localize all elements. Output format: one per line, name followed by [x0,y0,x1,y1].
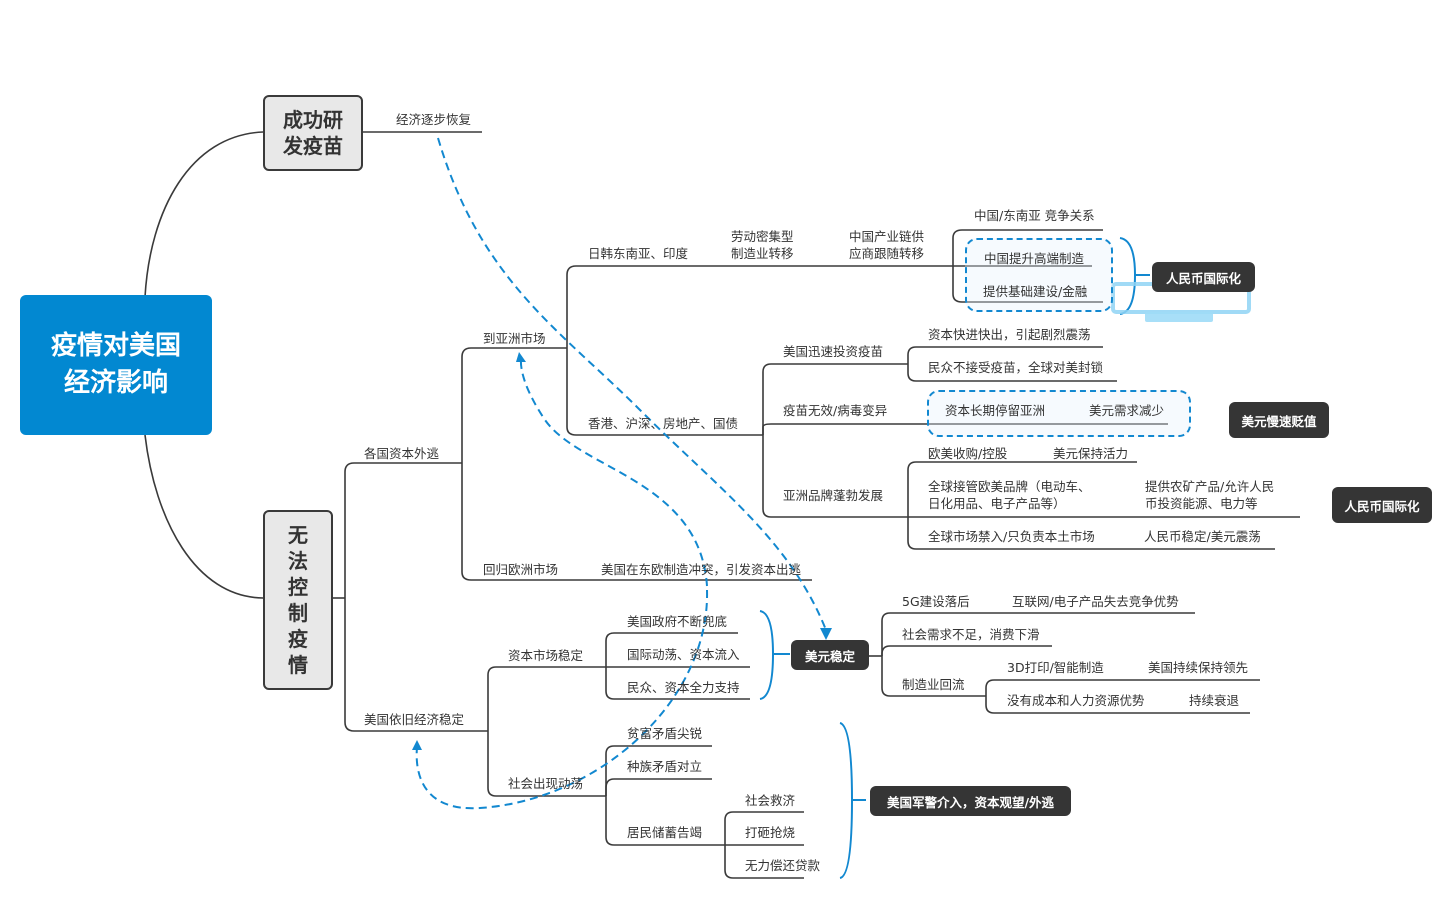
node-rmb-energy[interactable]: 提供农矿产品/允许人民币投资能源、电力等 [1145,479,1275,511]
summary-usd-depreciation[interactable]: 美元慢速贬值 [1229,402,1329,438]
node-hk-markets[interactable]: 香港、沪深、房地产、国债 [588,416,739,431]
branch-vaccine-label: 成功研发疫苗 [283,108,343,158]
node-jk-sea-india[interactable]: 日韩东南亚、印度 [588,246,689,261]
node-capital-market[interactable]: 资本市场稳定 [508,648,584,663]
node-usd-demand-down[interactable]: 美元需求减少 [1089,403,1165,418]
node-3d-printing[interactable]: 3D打印/智能制造 [1007,660,1104,675]
node-usd-vitality[interactable]: 美元保持活力 [1053,446,1129,461]
node-gov-backstop[interactable]: 美国政府不断兜底 [627,614,728,629]
node-market-ban[interactable]: 全球市场禁入/只负责本土市场 [928,529,1095,544]
node-rmb-stable[interactable]: 人民币稳定/美元震荡 [1144,529,1261,544]
node-capital-stay-asia[interactable]: 资本长期停留亚洲 [945,403,1046,418]
node-high-end-manufacturing[interactable]: 中国提升高端制造 [984,251,1085,266]
node-asian-brands[interactable]: 亚洲品牌蓬勃发展 [783,488,884,503]
node-people-reject-vaccine[interactable]: 民众不接受疫苗，全球对美封锁 [928,360,1104,375]
node-us-lead[interactable]: 美国持续保持领先 [1148,660,1249,675]
brace-rmb-1 [1119,237,1137,315]
node-internet-lose[interactable]: 互联网/电子产品失去竞争优势 [1012,594,1179,609]
node-infrastructure-finance[interactable]: 提供基础建设/金融 [983,284,1088,299]
node-manufacturing-return[interactable]: 制造业回流 [902,677,965,692]
node-social-relief[interactable]: 社会救济 [745,793,796,808]
highlight-boundary-asia [927,390,1191,437]
root-topic[interactable]: 疫情对美国经济影响 [20,295,212,435]
node-capital-inflow[interactable]: 国际动荡、资本流入 [627,647,740,662]
node-dollar-stable[interactable]: 美元稳定 [791,640,869,670]
node-vaccine-fail[interactable]: 疫苗无效/病毒变异 [783,403,888,418]
node-racial-conflict[interactable]: 种族矛盾对立 [627,759,703,774]
node-global-takeover[interactable]: 全球接管欧美品牌（电动车、日化用品、电子产品等） [928,479,1091,511]
node-no-cost-advantage[interactable]: 没有成本和人力资源优势 [1007,693,1145,708]
branch-vaccine[interactable]: 成功研发疫苗 [263,95,363,171]
summary-rmb-intl-1[interactable]: 人民币国际化 [1152,262,1255,292]
node-economy-recovery[interactable]: 经济逐步恢复 [396,112,472,127]
node-decline[interactable]: 持续衰退 [1189,693,1240,708]
node-wealth-gap[interactable]: 贫富矛盾尖锐 [627,726,703,741]
node-us-stable[interactable]: 美国依旧经济稳定 [364,712,465,727]
summary-usd-depreciation-label: 美元慢速贬值 [1241,413,1317,429]
node-labor-transfer[interactable]: 劳动密集型制造业转移 [731,229,794,261]
node-loan-default[interactable]: 无力偿还贷款 [745,858,821,873]
node-riots[interactable]: 打砸抢烧 [745,825,796,840]
node-capital-fast[interactable]: 资本快进快出，引起剧烈震荡 [928,327,1091,342]
summary-rmb-intl-2-label: 人民币国际化 [1344,498,1420,514]
node-capital-flight[interactable]: 各国资本外逃 [364,446,440,461]
node-to-asia[interactable]: 到亚洲市场 [483,331,546,346]
summary-military[interactable]: 美国军警介入，资本观望/外逃 [870,786,1071,816]
node-east-europe-conflict[interactable]: 美国在东欧制造冲突，引发资本出逃 [601,562,802,577]
node-eu-acquire[interactable]: 欧美收购/控股 [928,446,1008,461]
branch-uncontrolled[interactable]: 无法控制疫情 [263,510,333,690]
node-savings-depleted[interactable]: 居民储蓄告竭 [627,825,703,840]
highlight-boundary-china [965,238,1113,312]
node-demand-low[interactable]: 社会需求不足，消费下滑 [902,627,1040,642]
node-5g-lag[interactable]: 5G建设落后 [902,594,970,609]
summary-military-label: 美国军警介入，资本观望/外逃 [886,794,1055,810]
root-title: 疫情对美国经济影响 [51,331,182,398]
node-us-vaccine-invest[interactable]: 美国迅速投资疫苗 [783,344,884,359]
summary-rmb-intl-2[interactable]: 人民币国际化 [1332,487,1432,523]
node-competition[interactable]: 中国/东南亚 竞争关系 [974,208,1095,223]
node-to-europe[interactable]: 回归欧洲市场 [483,562,559,577]
summary-rmb-intl-1-label: 人民币国际化 [1165,270,1241,286]
node-full-support[interactable]: 民众、资本全力支持 [627,680,740,695]
branch-uncontrolled-label: 无法控制疫情 [288,523,308,677]
dollar-stable-label: 美元稳定 [804,648,855,664]
node-social-unrest[interactable]: 社会出现动荡 [508,776,584,791]
node-supply-chain[interactable]: 中国产业链供应商跟随转移 [849,229,925,261]
